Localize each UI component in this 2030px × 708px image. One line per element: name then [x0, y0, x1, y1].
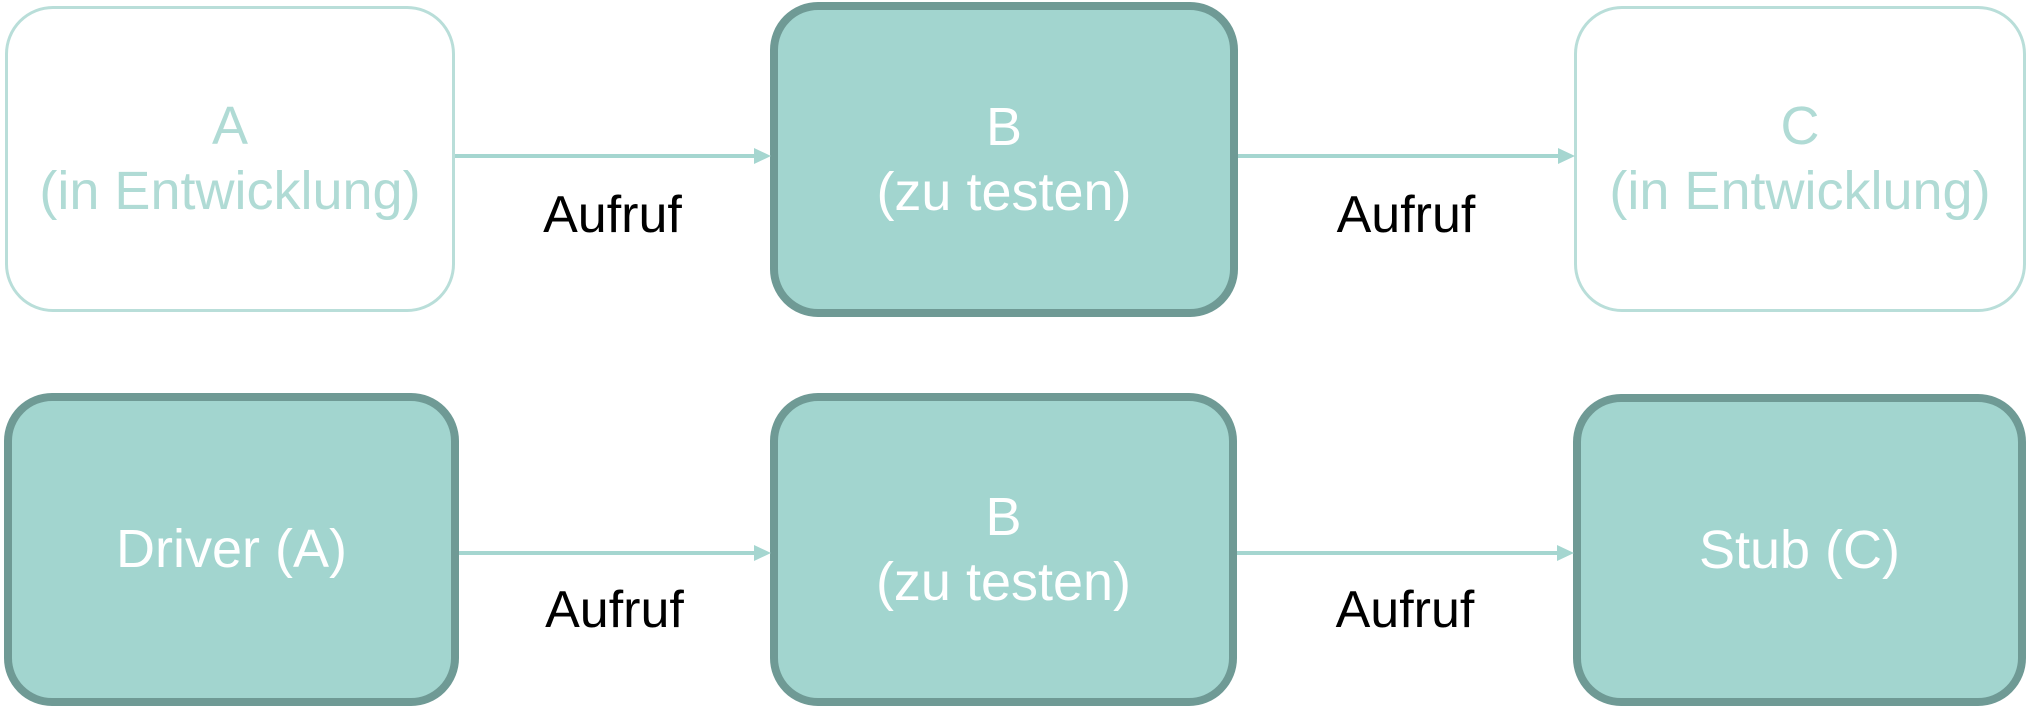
node-b-bottom-line1: B	[985, 486, 1022, 547]
node-b-top-line1: B	[985, 96, 1023, 157]
node-b-zu-testen-top: B (zu testen)	[770, 2, 1238, 317]
node-c-line2: (in Entwicklung)	[1609, 161, 1991, 221]
node-driver-a: Driver (A)	[4, 393, 459, 706]
node-c-in-entwicklung: C (in Entwicklung)	[1574, 6, 2026, 312]
node-c-line1: C	[1780, 96, 1820, 156]
node-a-line1: A	[211, 96, 249, 156]
arrowhead-icon	[1557, 545, 1574, 561]
node-a-line2: (in Entwicklung)	[39, 161, 421, 221]
node-b-top-label: B (zu testen)	[778, 95, 1230, 225]
node-b-bottom-line2: (zu testen)	[875, 551, 1132, 612]
edge-label-aufruf-b-to-c: Aufruf	[1336, 186, 1476, 244]
node-b-zu-testen-bottom: B (zu testen)	[770, 393, 1237, 706]
node-a-label: A (in Entwicklung)	[8, 94, 452, 224]
edge-label-aufruf-a-to-b: Aufruf	[543, 186, 682, 244]
node-driver-label: Driver (A)	[12, 517, 451, 582]
node-b-top-line2: (zu testen)	[876, 161, 1132, 222]
arrow-driver-to-b	[459, 551, 756, 555]
node-c-label: C (in Entwicklung)	[1577, 94, 2023, 224]
edge-label-aufruf-driver-to-b: Aufruf	[545, 581, 684, 639]
arrow-b-to-stub	[1237, 551, 1558, 555]
arrow-b-to-c	[1238, 154, 1559, 158]
arrow-a-to-b	[455, 154, 756, 158]
edge-label-aufruf-b-to-stub: Aufruf	[1335, 581, 1475, 639]
node-b-bottom-label: B (zu testen)	[778, 485, 1229, 615]
arrowhead-icon	[754, 148, 771, 164]
node-stub-c: Stub (C)	[1573, 394, 2026, 706]
node-stub-line1: Stub (C)	[1698, 519, 1901, 580]
node-stub-label: Stub (C)	[1581, 518, 2018, 583]
arrowhead-icon	[1558, 148, 1575, 164]
node-driver-line1: Driver (A)	[116, 519, 347, 579]
node-a-in-entwicklung: A (in Entwicklung)	[5, 6, 455, 312]
arrowhead-icon	[754, 545, 771, 561]
